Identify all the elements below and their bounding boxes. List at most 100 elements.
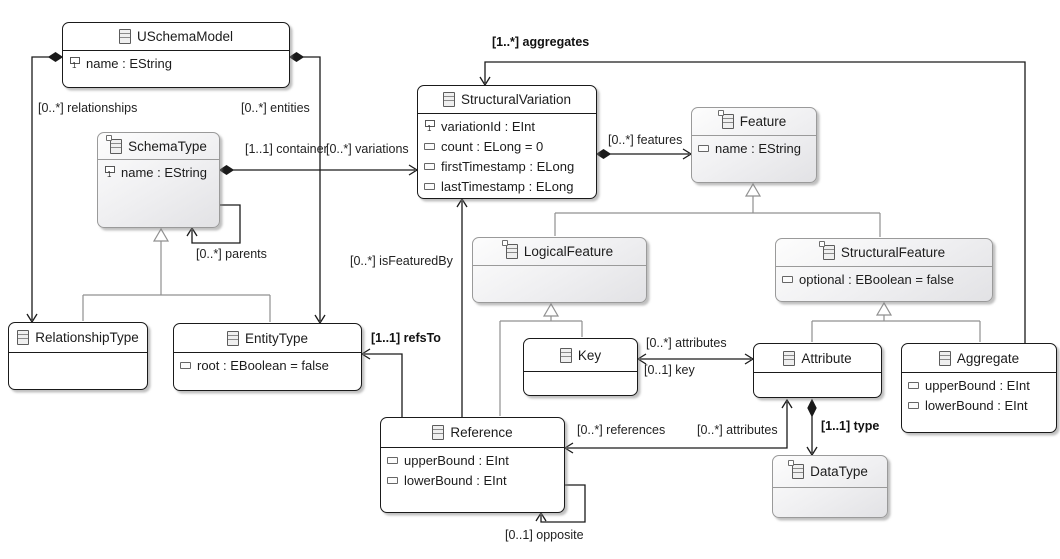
class-node-attribute[interactable]: Attribute [753, 343, 882, 398]
edge-type [806, 398, 818, 457]
attribute-icon [387, 476, 398, 484]
attribute-row: lastTimestamp : ELong [418, 176, 596, 196]
edge-label-opposite: [0..1] opposite [505, 528, 584, 542]
class-name: Attribute [801, 350, 852, 366]
class-name: StructuralFeature [840, 245, 946, 260]
attribute-text: name : EString [715, 140, 801, 156]
edge-label-references: [0..*] references [577, 423, 666, 437]
edge-label-type: [1..1] type [821, 419, 880, 433]
attribute-text: count : ELong = 0 [441, 138, 544, 154]
attribute-row: lowerBound : EInt [381, 470, 564, 490]
class-name: EntityType [244, 330, 309, 346]
edge-opposite-self-loop [535, 484, 586, 523]
class-title: Attribute [754, 344, 881, 373]
edge-label-isfeaturedby: [0..*] isFeaturedBy [350, 254, 453, 268]
attributes-compartment: upperBound : EInt lowerBound : EInt [381, 448, 564, 490]
class-node-key[interactable]: Key [523, 338, 638, 396]
attributes-compartment: name : EString [692, 136, 816, 158]
edge-label-aggregates: [1..*] aggregates [492, 35, 590, 49]
edge-relationships [26, 52, 64, 324]
edge-label-key-attributes: [0..*] attributes [646, 336, 727, 350]
attribute-row: root : EBoolean = false [174, 355, 361, 375]
edge-features [595, 148, 693, 160]
attribute-row: name : EString [63, 53, 289, 73]
edge-refsto [360, 348, 403, 417]
generalization-schematype [82, 227, 271, 322]
abstract-class-icon [818, 241, 835, 260]
class-node-reference[interactable]: Reference upperBound : EInt lowerBound :… [380, 417, 565, 513]
attribute-icon [908, 381, 919, 389]
attributes-compartment [773, 488, 887, 490]
class-title: Reference [381, 418, 564, 448]
attributes-compartment [524, 372, 637, 374]
attribute-text: root : EBoolean = false [197, 357, 329, 373]
class-node-uschemamodel[interactable]: USchemaModel name : EString [62, 22, 290, 88]
attributes-compartment [9, 353, 147, 355]
attribute-text: firstTimestamp : ELong [441, 158, 575, 174]
class-title: DataType [773, 456, 887, 488]
attribute-text: optional : EBoolean = false [799, 271, 955, 287]
attributes-compartment: variationId : EInt count : ELong = 0 fir… [418, 114, 596, 196]
class-title: Aggregate [902, 344, 1056, 373]
attributes-compartment [754, 373, 881, 375]
class-icon [432, 425, 445, 440]
class-node-datatype[interactable]: DataType [772, 455, 888, 518]
class-node-logicalfeature[interactable]: LogicalFeature [472, 237, 647, 303]
class-node-structuralfeature[interactable]: StructuralFeature optional : EBoolean = … [775, 238, 993, 302]
class-node-schematype[interactable]: SchemaType name : EString [97, 132, 220, 228]
generalization-feature [554, 182, 881, 237]
attribute-row: name : EString [692, 138, 816, 158]
attribute-row: variationId : EInt [418, 116, 596, 136]
class-name: Key [577, 347, 602, 363]
class-name: USchemaModel [136, 29, 234, 44]
edge-container-variations [218, 164, 419, 176]
class-node-feature[interactable]: Feature name : EString [691, 107, 817, 183]
attribute-row: upperBound : EInt [902, 375, 1056, 395]
attributes-compartment: name : EString [98, 160, 219, 182]
edge-label-features: [0..*] features [608, 133, 683, 147]
attribute-icon [424, 182, 435, 190]
edge-label-refsto: [1..1] refsTo [371, 331, 441, 345]
generalization-structuralfeature [811, 301, 981, 342]
class-icon [938, 350, 951, 366]
edge-parents-self-loop [186, 204, 241, 244]
edge-entities [288, 52, 326, 325]
attribute-row: name : EString [98, 162, 219, 182]
class-icon [559, 347, 572, 363]
id-attribute-icon [424, 119, 435, 133]
class-icon [226, 330, 239, 346]
attribute-text: name : EString [121, 164, 207, 180]
attribute-icon [908, 401, 919, 409]
class-name: LogicalFeature [523, 244, 614, 259]
id-attribute-icon [69, 56, 80, 70]
class-title: StructuralVariation [418, 86, 596, 114]
attribute-text: lowerBound : EInt [404, 472, 507, 488]
attribute-icon [387, 456, 398, 464]
class-title: Key [524, 339, 637, 372]
edge-label-ref-attributes: [0..*] attributes [697, 423, 778, 437]
class-title: LogicalFeature [473, 238, 646, 266]
attributes-compartment: root : EBoolean = false [174, 353, 361, 375]
attributes-compartment: upperBound : EInt lowerBound : EInt [902, 373, 1056, 415]
class-node-relationshiptype[interactable]: RelationshipType [8, 322, 148, 390]
attribute-icon [698, 144, 709, 152]
attribute-icon [424, 162, 435, 170]
attribute-row: optional : EBoolean = false [776, 269, 992, 289]
class-title: StructuralFeature [776, 239, 992, 267]
class-name: SchemaType [128, 138, 207, 154]
edge-label-key: [0..1] key [644, 363, 695, 377]
attribute-icon [424, 142, 435, 150]
attribute-icon [180, 361, 191, 369]
abstract-class-icon [788, 460, 805, 479]
class-node-entitytype[interactable]: EntityType root : EBoolean = false [173, 323, 362, 391]
attribute-row: count : ELong = 0 [418, 136, 596, 156]
class-node-aggregate[interactable]: Aggregate upperBound : EInt lowerBound :… [901, 343, 1057, 433]
class-icon [17, 330, 30, 345]
class-node-structuralvariation[interactable]: StructuralVariation variationId : EInt c… [417, 85, 597, 199]
edge-label-variations: [0..*] variations [326, 142, 409, 156]
attribute-text: lastTimestamp : ELong [441, 178, 574, 194]
class-name: StructuralVariation [460, 92, 572, 107]
edge-references-attributes [563, 398, 793, 454]
